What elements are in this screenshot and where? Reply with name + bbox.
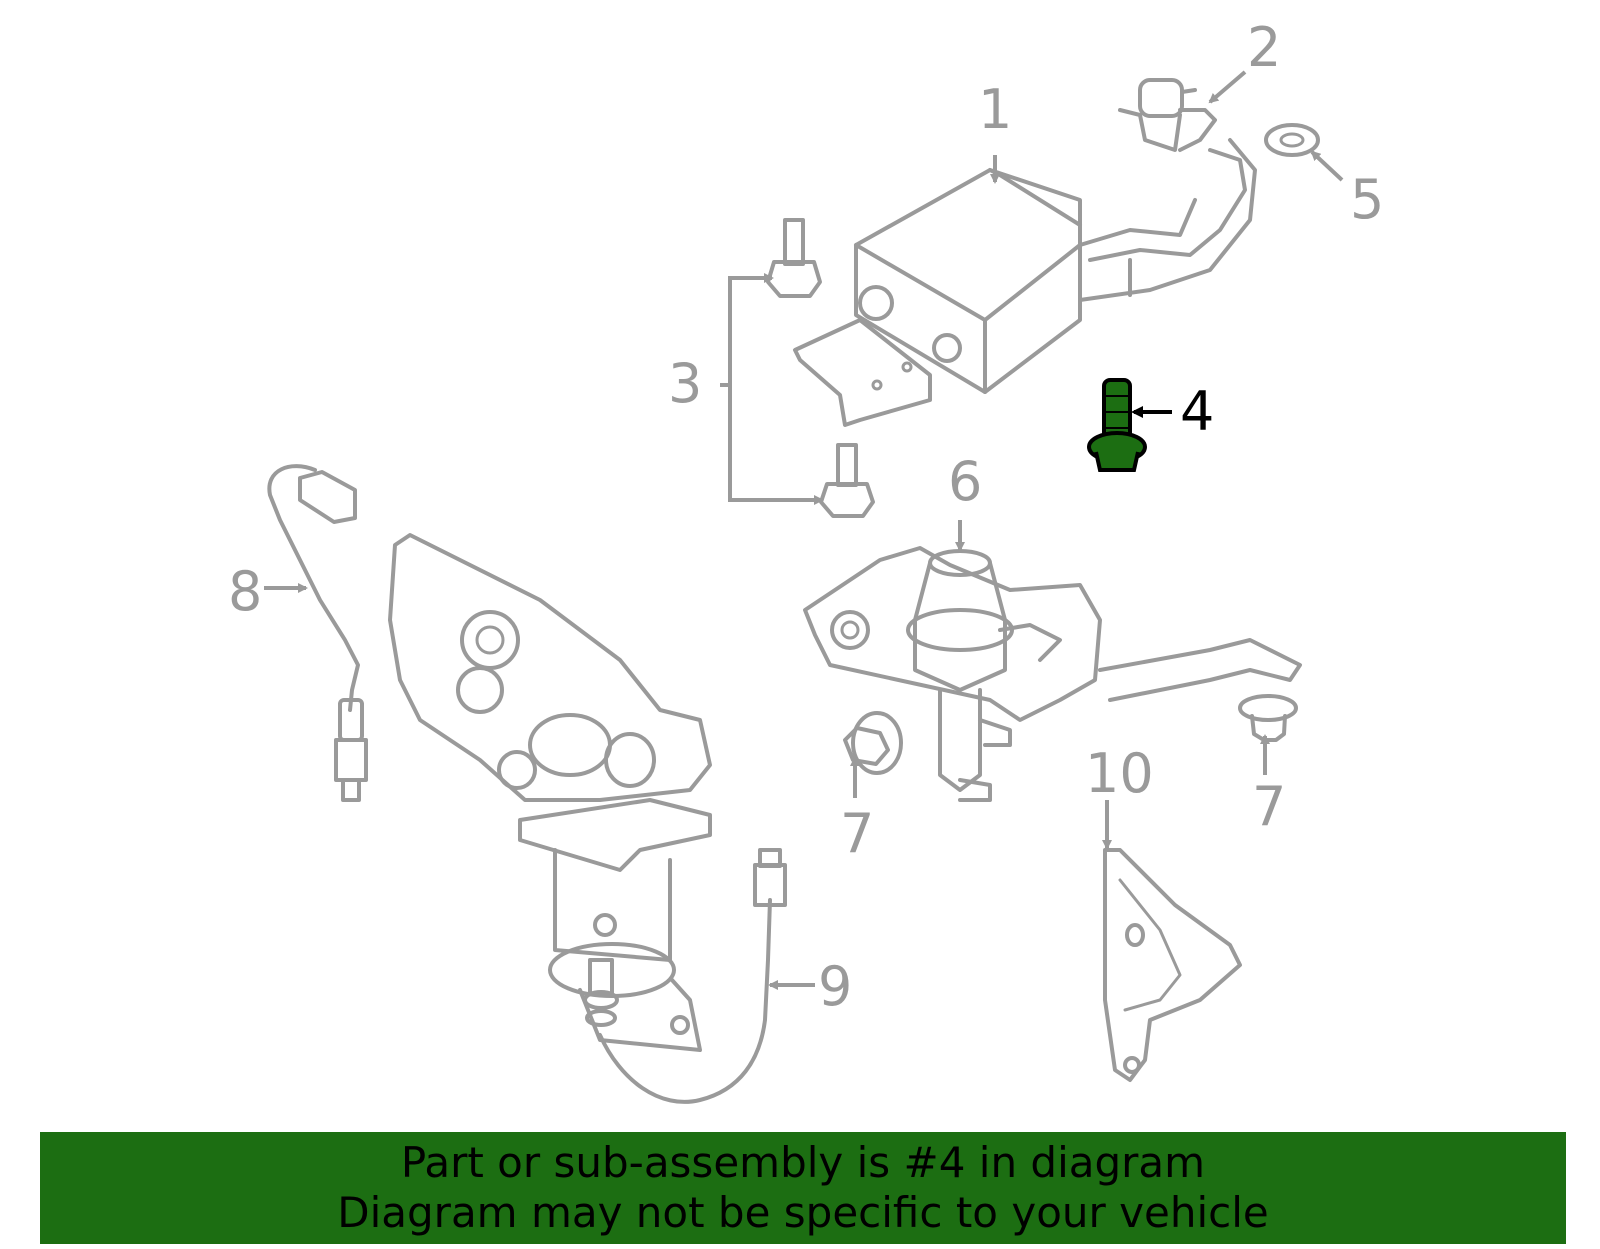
- part-1-canister: [793, 138, 1257, 427]
- callout-5: 5: [1350, 168, 1384, 231]
- banner-line-1: Part or sub-assembly is #4 in diagram: [400, 1138, 1206, 1187]
- callout-10: 10: [1085, 742, 1154, 805]
- callout-7-right: 7: [1252, 775, 1286, 838]
- info-banner: Part or sub-assembly is #4 in diagram Di…: [40, 1132, 1566, 1244]
- callout-8: 8: [228, 560, 262, 623]
- callout-4: 4: [1180, 380, 1214, 443]
- part-2-valve: [1118, 78, 1217, 152]
- callout-1: 1: [978, 78, 1012, 141]
- part-10-heat-shield: [1103, 848, 1242, 1082]
- part-9-oxygen-sensor: [583, 848, 787, 1104]
- callout-9: 9: [818, 955, 852, 1018]
- part-5-washer: [1264, 123, 1320, 157]
- callout-6: 6: [948, 450, 982, 513]
- callout-3: 3: [668, 352, 702, 415]
- callout-7-left: 7: [840, 802, 874, 865]
- part-6-valve-assembly: [803, 546, 1302, 802]
- callout-2: 2: [1247, 16, 1281, 79]
- part-4-bolt-highlighted: [1087, 378, 1147, 472]
- exhaust-manifold: [388, 533, 712, 1052]
- leader-lines: [264, 70, 1344, 990]
- banner-line-2: Diagram may not be specific to your vehi…: [337, 1188, 1269, 1237]
- part-7-grommet-right: [1238, 694, 1298, 742]
- part-8-oxygen-sensor: [267, 464, 368, 802]
